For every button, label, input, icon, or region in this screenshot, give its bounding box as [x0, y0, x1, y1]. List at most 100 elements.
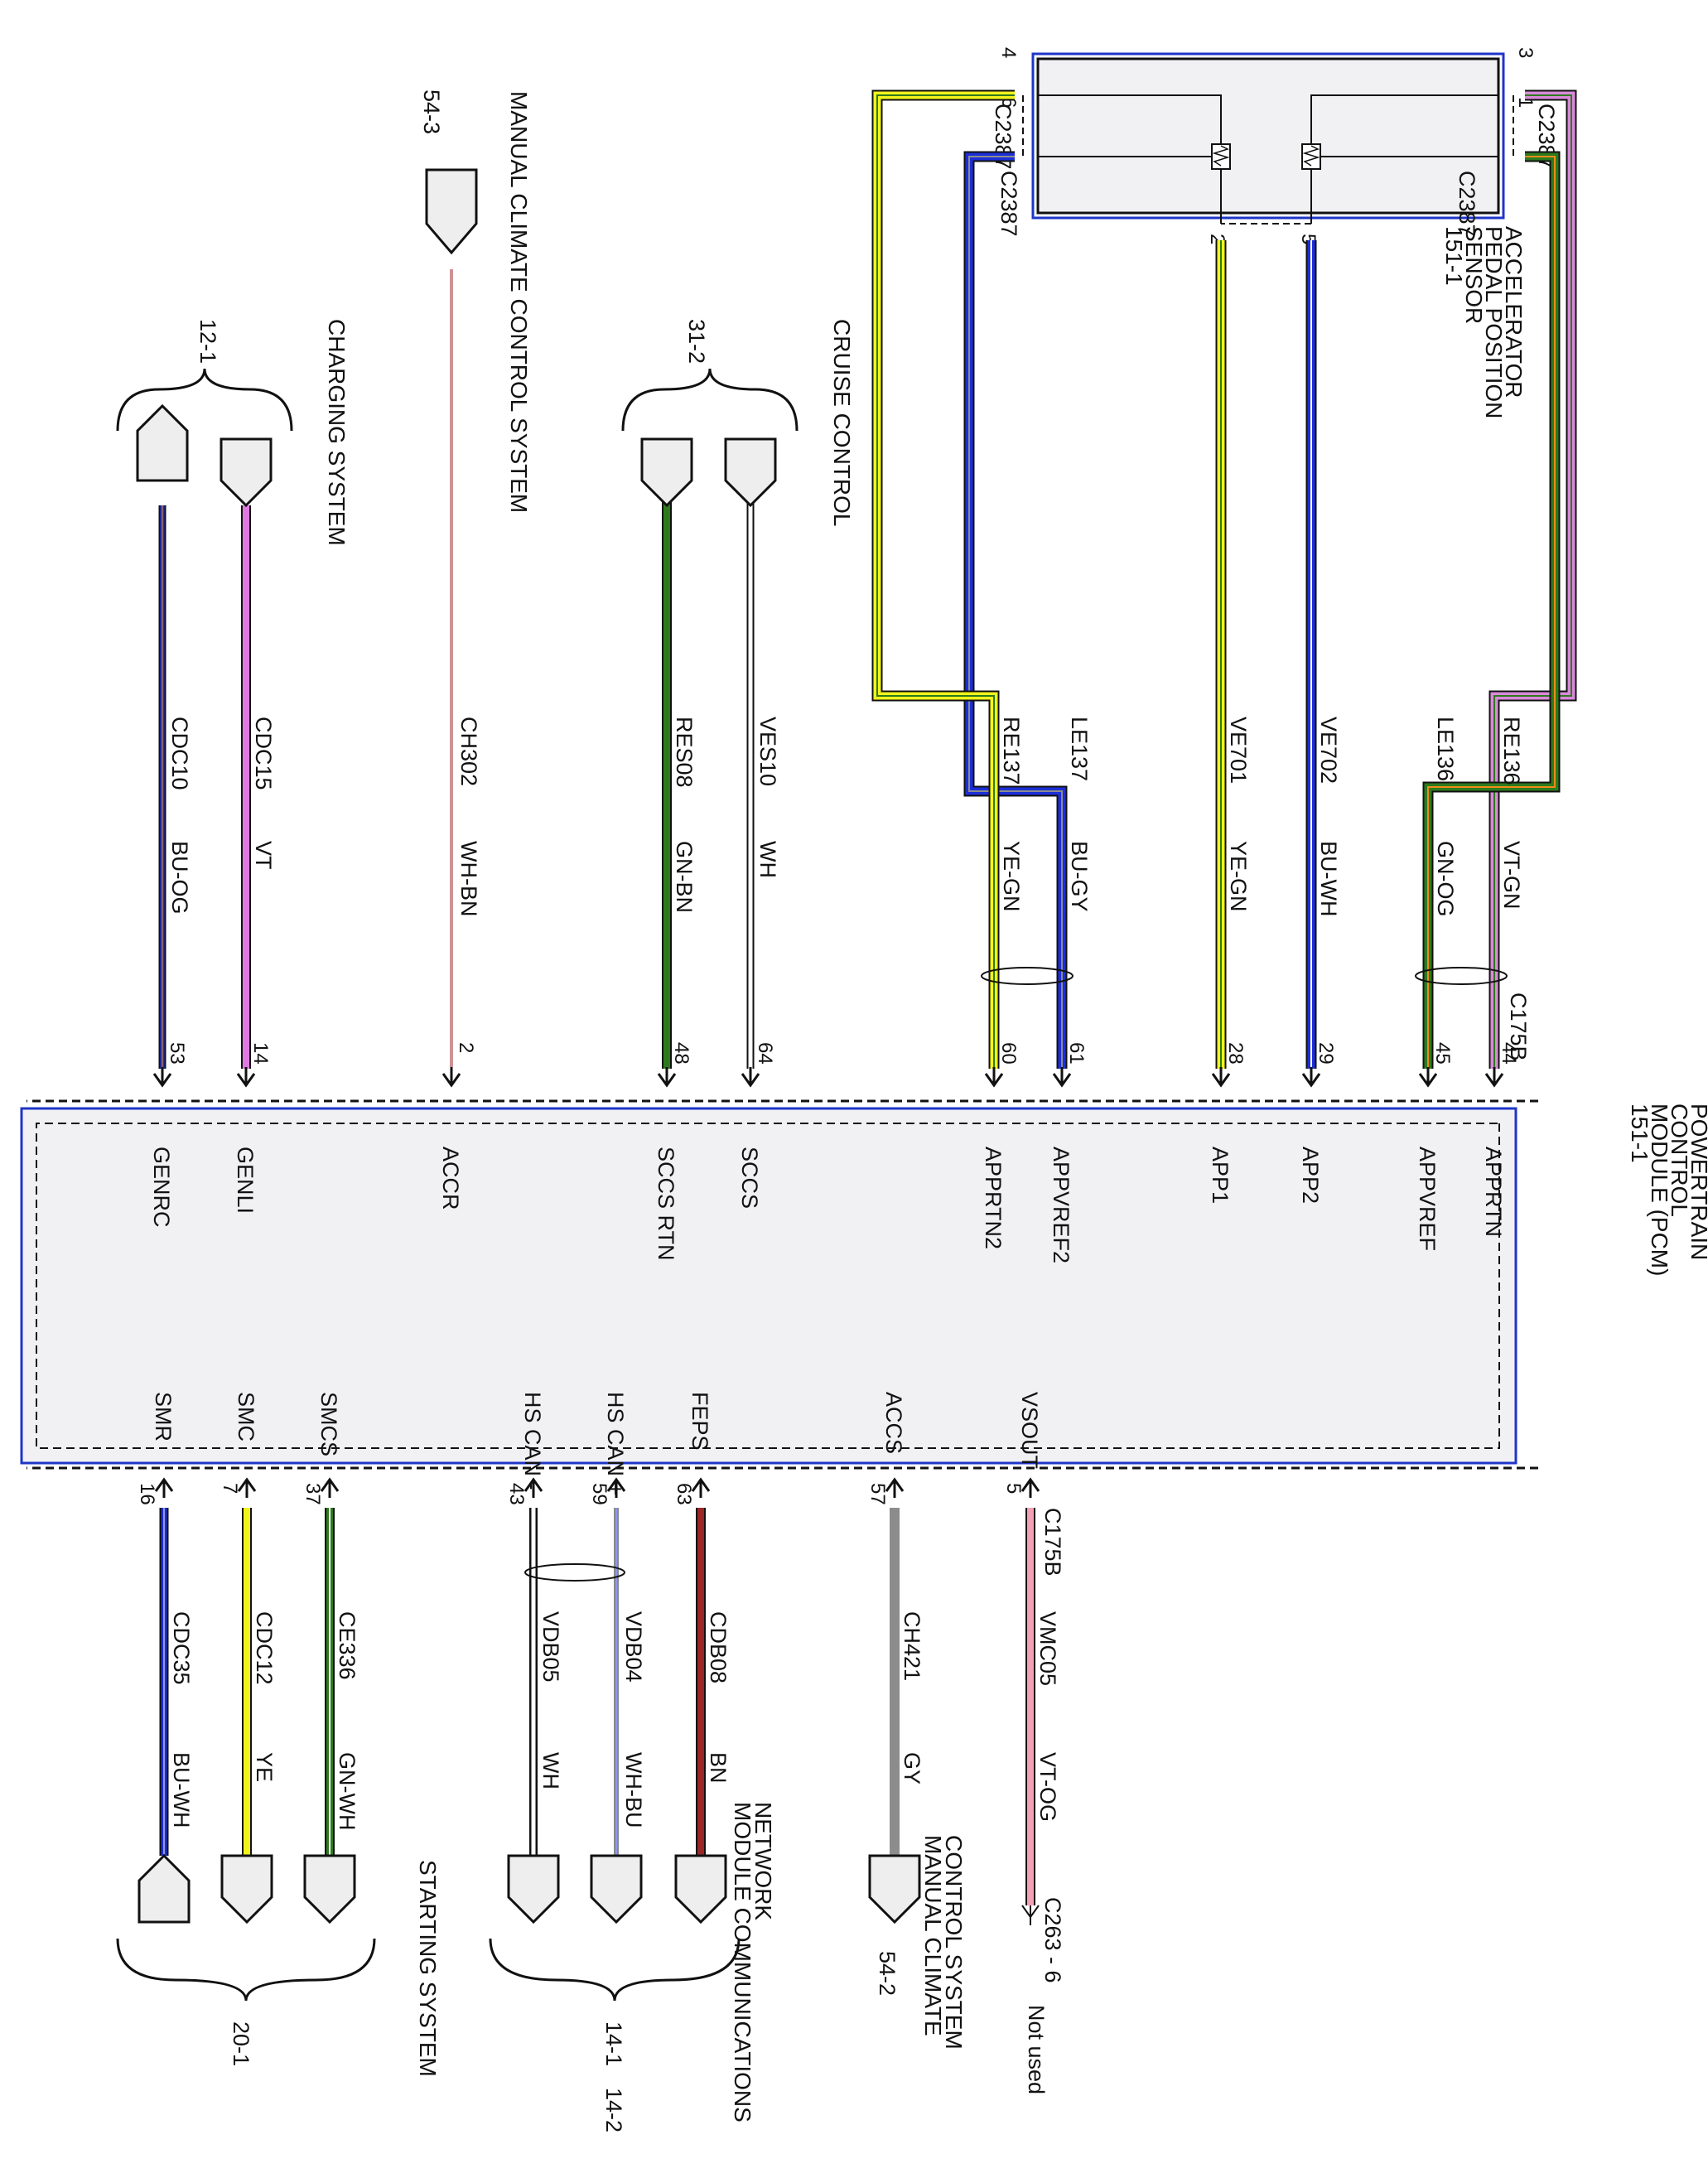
- pin-number: 59: [588, 1483, 610, 1505]
- pin-number: 53: [166, 1042, 188, 1065]
- system-ref: 14-1: [601, 2021, 626, 2066]
- circuit-label: LE137: [1067, 717, 1092, 781]
- circuit-label: CDB08: [706, 1611, 731, 1683]
- wire-color-label: GN-WH: [335, 1752, 359, 1830]
- circuit-label: CH302: [456, 717, 481, 786]
- pcm-pin-label: HS CAN -: [520, 1392, 545, 1490]
- connector-label: C2387: [996, 171, 1021, 237]
- pcm-pin-label: ACCR: [438, 1147, 463, 1210]
- lower-system-wires: [138, 1508, 1040, 1925]
- pin-number: 29: [1315, 1042, 1337, 1065]
- connector-label: C263 - 6: [1040, 1897, 1065, 1983]
- circuit-label: CH421: [900, 1611, 924, 1681]
- pcm-pin-label: SCCS: [737, 1147, 762, 1209]
- wire-color-label: GN-OG: [1433, 841, 1458, 917]
- pin-number: 37: [302, 1483, 324, 1505]
- pcm-pin-label: ACCS: [881, 1392, 906, 1454]
- system-ref: 20-1: [229, 2021, 253, 2066]
- circuit-label: VDB05: [538, 1611, 563, 1683]
- circuit-label: RE137: [999, 717, 1024, 785]
- circuit-label: RES08: [672, 717, 697, 788]
- circuit-label: VDB04: [621, 1611, 646, 1683]
- pin-number: 44: [1498, 1042, 1520, 1065]
- connector-label: C175B: [1040, 1508, 1065, 1577]
- wire-color-label: BU-OG: [167, 841, 192, 915]
- system-ref: 54-3: [419, 89, 444, 134]
- pcm-pin-label: HS CAN +: [603, 1392, 628, 1495]
- wire-color-label: GN-BN: [672, 841, 697, 913]
- pcm-pin-label: SMC: [234, 1392, 258, 1442]
- app-sensor: ACCELERATOR PEDAL POSITION SENSOR 151-1 …: [991, 47, 1559, 418]
- system-ref: 31-2: [684, 319, 709, 364]
- circuit-label: VE702: [1316, 717, 1341, 784]
- pcm-pin-label: GENRC: [149, 1147, 174, 1228]
- braces: [116, 368, 799, 2002]
- circuit-label: RE136: [1499, 717, 1524, 785]
- app-label-4: 151-1: [1441, 226, 1467, 286]
- pin-number: 57: [866, 1483, 889, 1505]
- wire-color-label: BN: [706, 1752, 731, 1784]
- pin-number: 48: [670, 1042, 692, 1065]
- pcm-pin-label: APP1: [1208, 1147, 1233, 1204]
- pin-number: 64: [754, 1042, 776, 1065]
- wire-color-label: VT-GN: [1499, 841, 1524, 910]
- wire-color-label: GY: [900, 1752, 924, 1784]
- circuit-label: CDC10: [167, 717, 192, 790]
- system-label: MODULE COMMUNICATIONS: [730, 1802, 755, 2122]
- wire-color-label: WH-BN: [456, 841, 481, 916]
- wire-color-label: WH: [755, 841, 780, 878]
- pcm-pin-label: VSOUT: [1017, 1392, 1042, 1469]
- pcm-pin-label: APPVREF2: [1049, 1147, 1074, 1263]
- circuit-label: LE136: [1433, 717, 1458, 781]
- system-label: MANUAL CLIMATE: [920, 1835, 946, 2036]
- pcm-pin-label: APP2: [1298, 1147, 1323, 1204]
- pcm-module: POWERTRAIN CONTROL MODULE (PCM) 151-1: [20, 1099, 1708, 1470]
- connector-label: C2387: [1455, 171, 1479, 237]
- pin-number: 7: [219, 1483, 241, 1494]
- wire-color-label: WH: [538, 1752, 563, 1789]
- app-label-3: SENSOR: [1461, 226, 1487, 324]
- system-label: MANUAL CLIMATE CONTROL SYSTEM: [506, 91, 532, 513]
- app-label-2: PEDAL POSITION: [1481, 226, 1507, 418]
- pcm-pin-label: APPVREF: [1415, 1147, 1440, 1251]
- wire-color-label: VT-OG: [1035, 1752, 1060, 1822]
- circuit-label: CDC15: [251, 717, 276, 790]
- pin-number: 14: [249, 1042, 272, 1065]
- wire-color-label: YE-GN: [1226, 841, 1251, 912]
- pcm-pin-label: SMR: [151, 1392, 176, 1442]
- pin-number: 3: [1514, 47, 1537, 58]
- app-label-1: ACCELERATOR: [1501, 226, 1527, 398]
- circuit-label: CE336: [335, 1611, 359, 1680]
- pcm-label-3: MODULE (PCM): [1647, 1103, 1672, 1276]
- upper-system-wires: [136, 168, 777, 1069]
- circuit-label: VES10: [755, 717, 780, 786]
- wire-color-label: BU-WH: [1316, 841, 1341, 916]
- system-ref: 14-2: [601, 2088, 626, 2132]
- pin-number: 60: [997, 1042, 1020, 1065]
- connector-label: C175B: [1506, 992, 1531, 1061]
- system-label: STARTING SYSTEM: [415, 1860, 441, 2077]
- pin-number: 43: [505, 1483, 528, 1505]
- pin-number: 63: [673, 1483, 695, 1505]
- wire-color-label: BU-WH: [169, 1752, 194, 1828]
- pcm-pin-label: APPRTN: [1481, 1147, 1506, 1237]
- system-ref: 12-1: [195, 319, 220, 364]
- pin-number: 4: [997, 47, 1020, 58]
- pin-number: 16: [136, 1483, 158, 1505]
- pcm-pin-label: APPRTN2: [981, 1147, 1006, 1249]
- not-used-label: Not used: [1024, 2005, 1049, 2094]
- wire-color-label: YE: [252, 1752, 277, 1782]
- pcm-pin-label: SMCS: [316, 1392, 341, 1456]
- wire-color-label: YE-GN: [999, 841, 1024, 912]
- circuit-label: CDC35: [169, 1611, 194, 1685]
- system-label: CHARGING SYSTEM: [324, 319, 350, 546]
- system-ref: 54-2: [875, 1951, 900, 1996]
- pcm-label-1: POWERTRAIN: [1686, 1103, 1708, 1260]
- pin-number: 45: [1431, 1042, 1454, 1065]
- pcm-pin-label: SCCS RTN: [654, 1147, 678, 1261]
- pin-number: 28: [1224, 1042, 1247, 1065]
- pcm-pin-label: GENLI: [233, 1147, 258, 1214]
- pin-number: 2: [455, 1042, 477, 1053]
- pin-number: 5: [1002, 1483, 1025, 1494]
